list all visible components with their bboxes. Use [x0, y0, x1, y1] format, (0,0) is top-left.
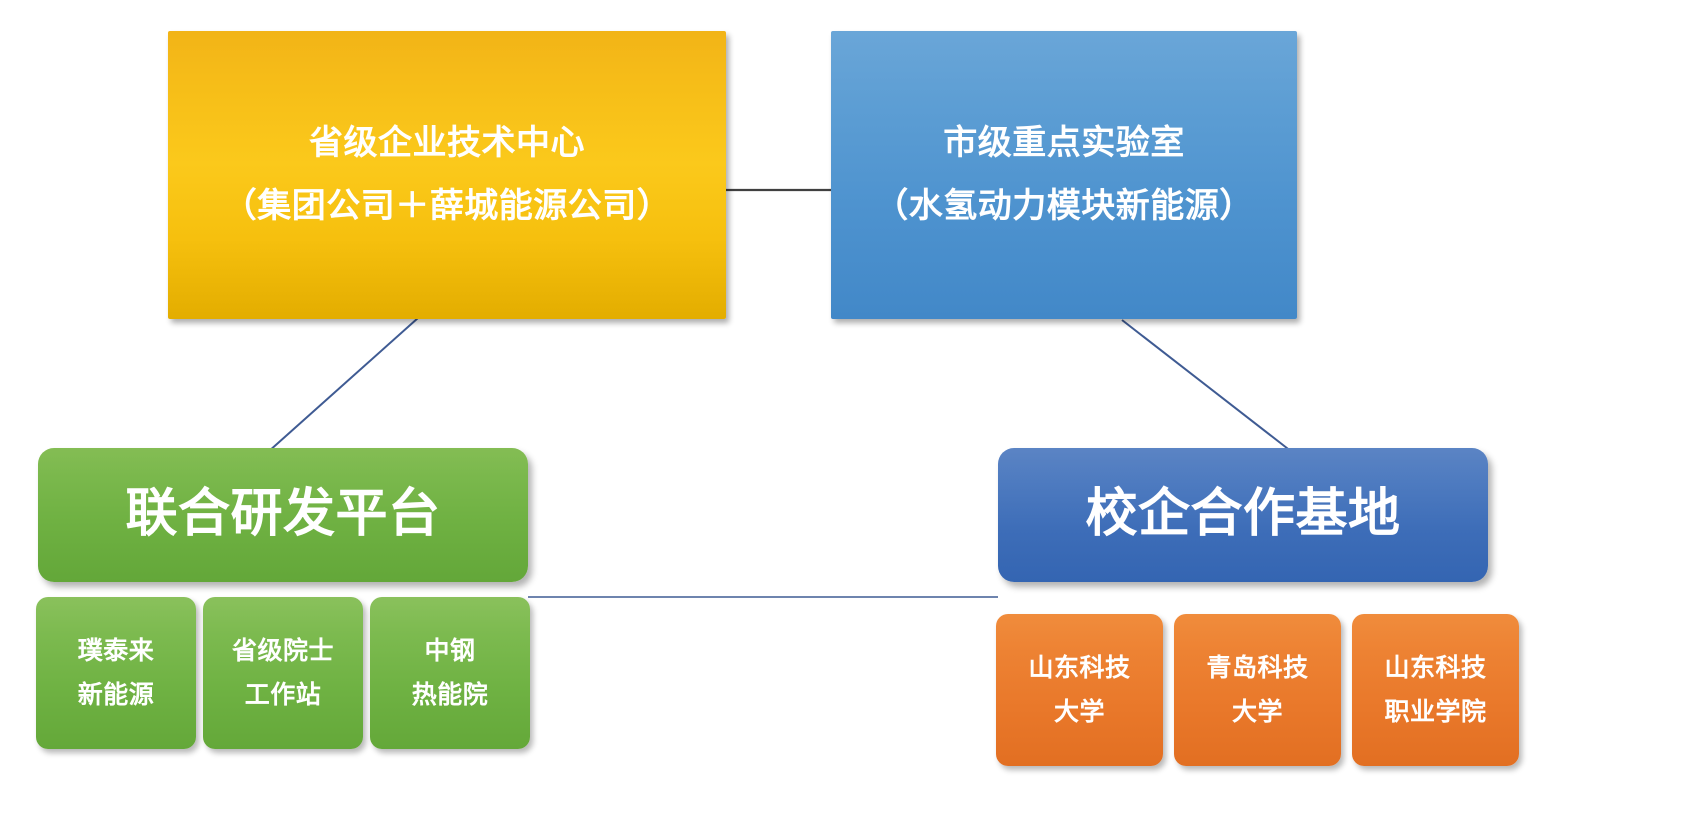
leaf-joint-rd-child-2[interactable]: 中钢 热能院	[370, 597, 530, 749]
leaf-school-enterprise-child-2[interactable]: 山东科技 职业学院	[1352, 614, 1519, 766]
node-municipal-key-lab[interactable]: 市级重点实验室 （水氢动力模块新能源）	[831, 31, 1297, 319]
node-provincial-tech-center[interactable]: 省级企业技术中心 （集团公司＋薛城能源公司）	[168, 31, 726, 319]
leaf-label-line1: 山东科技	[1384, 654, 1487, 682]
leaf-label-line2: 热能院	[411, 681, 489, 709]
leaf-school-enterprise-child-0[interactable]: 山东科技 大学	[996, 614, 1163, 766]
leaf-joint-rd-child-1[interactable]: 省级院士 工作站	[203, 597, 363, 749]
provincial-tech-center-subtitle: （集团公司＋薛城能源公司）	[222, 187, 672, 225]
leaf-label-line1: 山东科技	[1028, 654, 1131, 682]
leaf-label-line2: 大学	[1053, 698, 1105, 726]
leaf-label-line2: 职业学院	[1384, 698, 1487, 726]
connector-tech-center-to-joint-platform	[267, 317, 419, 453]
leaf-label-line1: 青岛科技	[1206, 654, 1309, 682]
municipal-key-lab-subtitle: （水氢动力模块新能源）	[874, 187, 1254, 225]
municipal-key-lab-title: 市级重点实验室	[943, 124, 1185, 163]
connector-lab-to-school-base	[1121, 319, 1293, 453]
leaf-label-line1: 中钢	[424, 637, 476, 665]
node-joint-rd-platform[interactable]: 联合研发平台	[38, 448, 528, 582]
joint-rd-platform-title: 联合研发平台	[125, 485, 441, 544]
leaf-label-line2: 工作站	[244, 681, 322, 709]
leaf-joint-rd-child-0[interactable]: 璞泰来 新能源	[36, 597, 196, 749]
school-enterprise-base-title: 校企合作基地	[1085, 485, 1401, 544]
leaf-label-line1: 省级院士	[231, 637, 334, 665]
leaf-label-line2: 大学	[1231, 698, 1283, 726]
provincial-tech-center-title: 省级企业技术中心	[309, 124, 585, 163]
leaf-label-line1: 璞泰来	[77, 637, 155, 665]
leaf-school-enterprise-child-1[interactable]: 青岛科技 大学	[1174, 614, 1341, 766]
node-school-enterprise-base[interactable]: 校企合作基地	[998, 448, 1488, 582]
leaf-label-line2: 新能源	[77, 681, 155, 709]
